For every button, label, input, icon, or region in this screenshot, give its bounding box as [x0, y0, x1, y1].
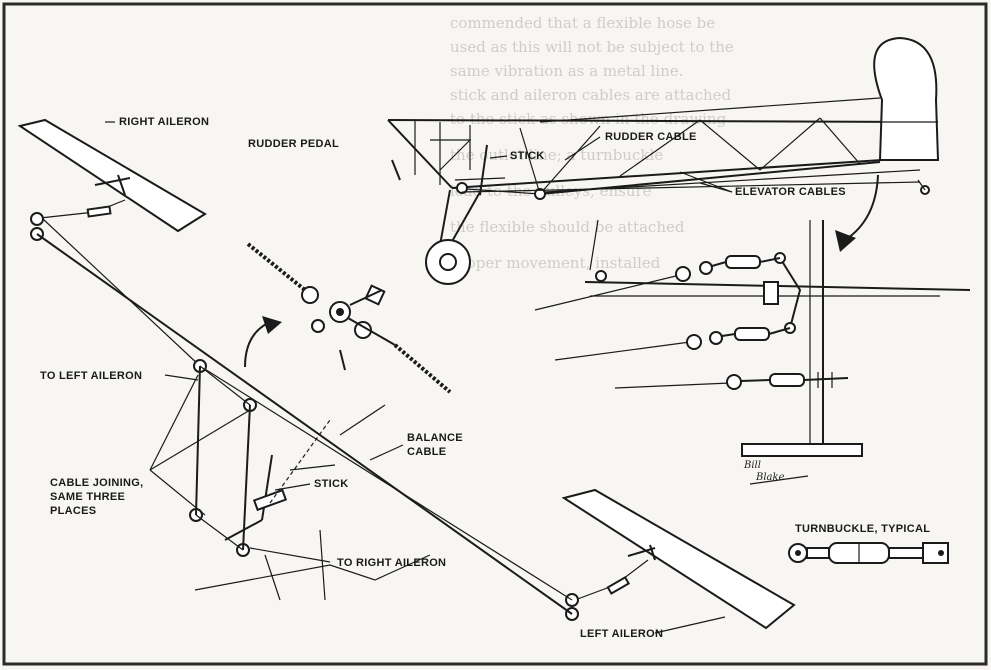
landing-gear [425, 189, 481, 285]
label-rudder-pedal: RUDDER PEDAL [248, 138, 339, 150]
background-text-line: same vibration as a metal line. [450, 62, 683, 80]
label-turnbuckle-typical: TURNBUCKLE, TYPICAL [795, 523, 930, 535]
detail-arrow-lower [244, 316, 282, 368]
label-balance-cable-line1: BALANCE [407, 432, 463, 444]
artist-signature: Bill Blake [743, 460, 809, 485]
label-cable-joining-line3: PLACES [50, 505, 96, 517]
label-to-left-aileron: TO LEFT AILERON [40, 370, 142, 382]
left-aileron-surface [561, 488, 796, 630]
signature-text: Blake [755, 472, 785, 483]
signature-text: Bill [743, 460, 761, 471]
right-aileron-surface [17, 118, 207, 233]
elevator-cable-detail [534, 219, 971, 457]
label-cable-joining-line2: SAME THREE [50, 491, 125, 503]
fuselage-frame [387, 36, 940, 200]
background-text-line: proper movement, installed [450, 254, 661, 272]
label-stick-lower: STICK [314, 478, 349, 490]
background-text-line: used as this will not be subject to the [450, 38, 734, 56]
background-text-line: the flexible should be attached [450, 218, 685, 236]
label-left-aileron: LEFT AILERON [580, 628, 663, 640]
turnbuckle-illustration [788, 542, 949, 564]
background-text-line: lead to the pulleys, ensure [450, 182, 652, 200]
background-text-line: commended that a flexible hose be [450, 14, 715, 32]
label-rudder-cable: RUDDER CABLE [605, 131, 697, 143]
label-balance-cable-line2: CABLE [407, 446, 446, 458]
label-right-aileron: RIGHT AILERON [119, 116, 209, 128]
background-text-line: the outlet line; a turnbuckle [450, 146, 663, 164]
aileron-balance-cable [30, 212, 579, 621]
background-text-line: stick and aileron cables are attached [450, 86, 732, 104]
label-stick-upper: STICK [510, 150, 545, 162]
label-cable-joining-line1: CABLE JOINING, [50, 477, 143, 489]
leader-lines [105, 121, 726, 634]
label-elevator-cables: ELEVATOR CABLES [735, 186, 846, 198]
label-to-right-aileron: TO RIGHT AILERON [337, 557, 446, 569]
detail-arrow-upper [835, 174, 879, 252]
cable-joint-detail [246, 242, 452, 394]
